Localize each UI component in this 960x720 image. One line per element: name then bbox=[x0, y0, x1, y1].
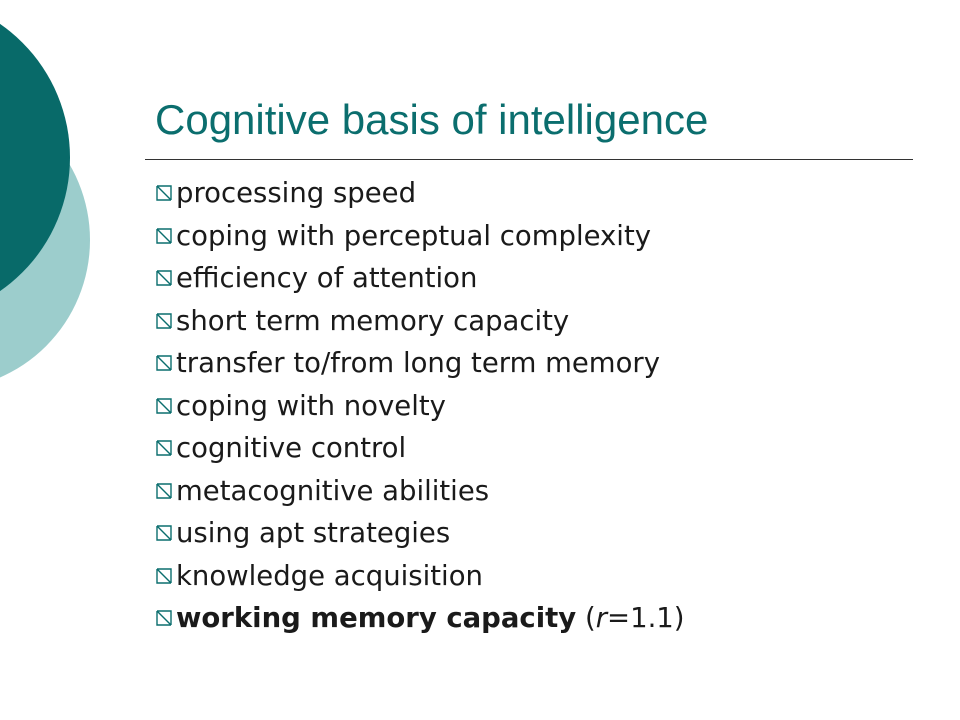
open-square-bullet-icon bbox=[155, 524, 173, 542]
bullet-text: metacognitive abilities bbox=[176, 474, 490, 507]
open-square-bullet-icon bbox=[155, 397, 173, 415]
open-square-bullet-icon bbox=[155, 184, 173, 202]
bullet-text: short term memory capacity bbox=[176, 304, 570, 337]
bullet-item: processing speed bbox=[155, 172, 685, 215]
bullet-text: transfer to/from long term memory bbox=[176, 347, 661, 380]
bullet-item: coping with perceptual complexity bbox=[155, 215, 685, 258]
bullet-item: efficiency of attention bbox=[155, 257, 685, 300]
bullet-item: metacognitive abilities bbox=[155, 470, 685, 513]
bullet-item-highlight: working memory capacity (r=1.1) bbox=[155, 597, 685, 640]
bullet-text: using apt strategies bbox=[176, 517, 451, 550]
open-square-bullet-icon bbox=[155, 567, 173, 585]
open-square-bullet-icon bbox=[155, 269, 173, 287]
bullet-list: processing speed coping with perceptual … bbox=[155, 172, 685, 640]
bullet-text-highlight: working memory capacity (r=1.1) bbox=[176, 602, 685, 634]
open-square-bullet-icon bbox=[155, 354, 173, 372]
title-divider bbox=[145, 159, 913, 160]
bullet-item: short term memory capacity bbox=[155, 300, 685, 343]
bullet-text: efficiency of attention bbox=[176, 262, 478, 295]
open-square-bullet-icon bbox=[155, 482, 173, 500]
open-square-bullet-icon bbox=[155, 609, 173, 627]
bullet-item: cognitive control bbox=[155, 427, 685, 470]
bold-term: working memory capacity bbox=[176, 602, 577, 635]
bullet-item: transfer to/from long term memory bbox=[155, 342, 685, 385]
open-square-bullet-icon bbox=[155, 227, 173, 245]
bullet-text: cognitive control bbox=[176, 432, 407, 465]
bullet-text: coping with novelty bbox=[176, 389, 446, 422]
correlation-value: =1.1) bbox=[607, 602, 685, 635]
bullet-text: coping with perceptual complexity bbox=[176, 219, 652, 252]
open-square-bullet-icon bbox=[155, 439, 173, 457]
slide-title: Cognitive basis of intelligence bbox=[155, 96, 709, 143]
bullet-item: coping with novelty bbox=[155, 385, 685, 428]
open-square-bullet-icon bbox=[155, 312, 173, 330]
paren-open: ( bbox=[576, 602, 596, 635]
correlation-variable: r bbox=[595, 602, 608, 635]
bullet-item: using apt strategies bbox=[155, 512, 685, 555]
bullet-text: knowledge acquisition bbox=[176, 559, 483, 592]
bullet-text: processing speed bbox=[176, 177, 417, 210]
bullet-item: knowledge acquisition bbox=[155, 555, 685, 598]
